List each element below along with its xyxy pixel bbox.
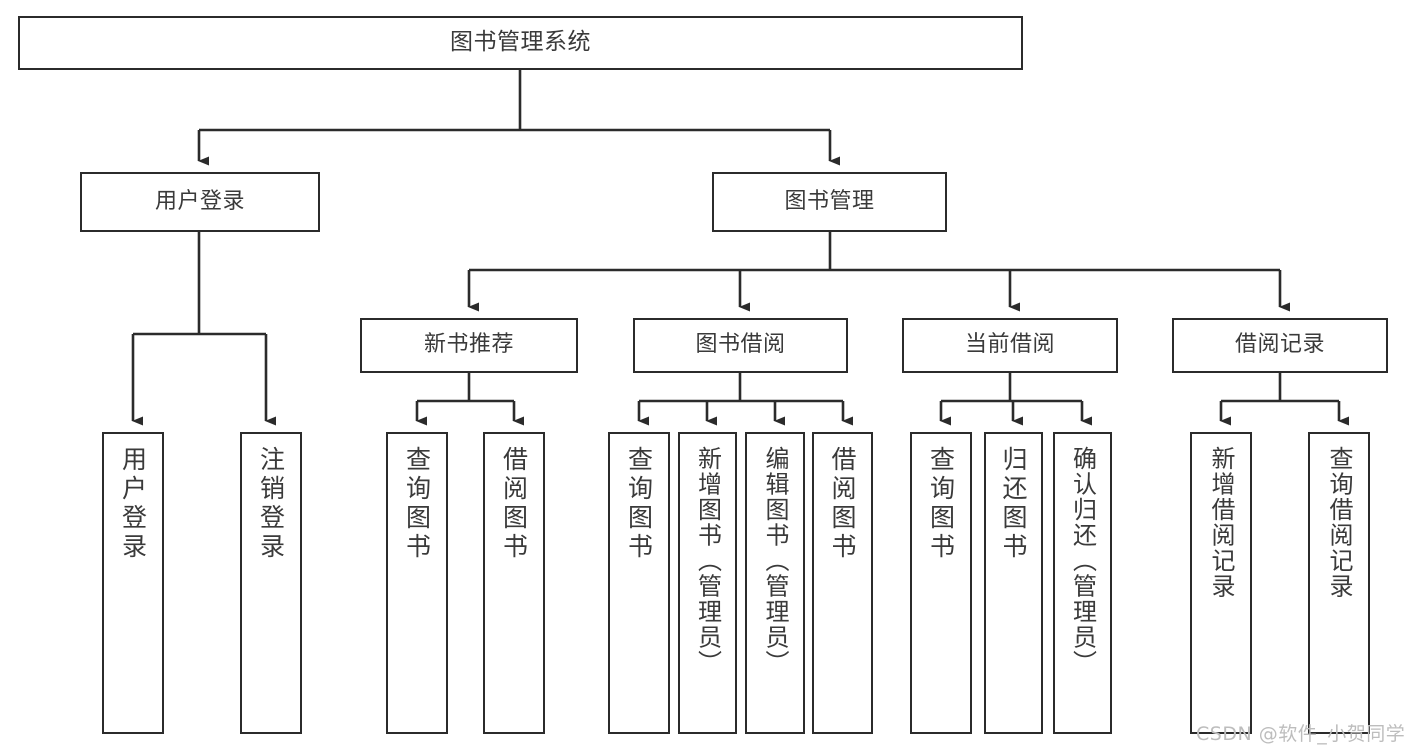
node-book-management[interactable]: 图书管理 — [712, 172, 947, 232]
node-label: 确认归还（管理员） — [1068, 446, 1097, 676]
leaf-node[interactable]: 归还图书 — [984, 432, 1043, 734]
node-user-login[interactable]: 用户登录 — [80, 172, 320, 232]
leaf-node[interactable]: 查询图书 — [910, 432, 972, 734]
node-label: 图书借阅 — [695, 332, 786, 358]
leaf-node[interactable]: 查询图书 — [608, 432, 670, 734]
node-label: 新增借阅记录 — [1207, 446, 1235, 599]
csdn-watermark: CSDN @软件_小贺同学 — [1196, 719, 1405, 746]
leaf-node[interactable]: 注销登录 — [240, 432, 302, 734]
node-book-borrow[interactable]: 图书借阅 — [633, 318, 848, 373]
node-label: 图书管理 — [784, 188, 875, 214]
node-label: 查询借阅记录 — [1325, 446, 1353, 599]
leaf-node[interactable]: 查询图书 — [386, 432, 448, 734]
leaf-node[interactable]: 借阅图书 — [483, 432, 545, 734]
leaf-node[interactable]: 借阅图书 — [812, 432, 873, 734]
leaf-node[interactable]: 查询借阅记录 — [1308, 432, 1370, 734]
node-current-borrow[interactable]: 当前借阅 — [902, 318, 1118, 373]
leaf-node[interactable]: 确认归还（管理员） — [1053, 432, 1112, 734]
node-label: 借阅图书 — [499, 446, 529, 562]
node-label: 借阅记录 — [1234, 332, 1325, 358]
watermark-text: CSDN @软件_小贺同学 — [1196, 723, 1405, 745]
node-label: 归还图书 — [999, 446, 1028, 562]
node-new-book-recommend[interactable]: 新书推荐 — [360, 318, 578, 373]
leaf-node[interactable]: 用户登录 — [102, 432, 164, 734]
node-label: 当前借阅 — [964, 332, 1055, 358]
node-label: 查询图书 — [926, 446, 956, 562]
node-label: 用户登录 — [118, 446, 148, 562]
leaf-node[interactable]: 新增借阅记录 — [1190, 432, 1252, 734]
node-label: 注销登录 — [256, 446, 286, 562]
leaf-node[interactable]: 新增图书（管理员） — [678, 432, 737, 734]
node-label: 借阅图书 — [828, 446, 857, 562]
node-label: 新书推荐 — [423, 332, 514, 358]
leaf-node[interactable]: 编辑图书（管理员） — [745, 432, 805, 734]
node-label: 查询图书 — [624, 446, 654, 562]
node-label: 新增图书（管理员） — [693, 446, 722, 676]
node-label: 编辑图书（管理员） — [761, 446, 789, 676]
node-label: 用户登录 — [154, 188, 245, 214]
node-root-system[interactable]: 图书管理系统 — [18, 16, 1023, 70]
node-borrow-record[interactable]: 借阅记录 — [1172, 318, 1388, 373]
node-label: 查询图书 — [402, 446, 432, 562]
node-label: 图书管理系统 — [450, 29, 591, 56]
